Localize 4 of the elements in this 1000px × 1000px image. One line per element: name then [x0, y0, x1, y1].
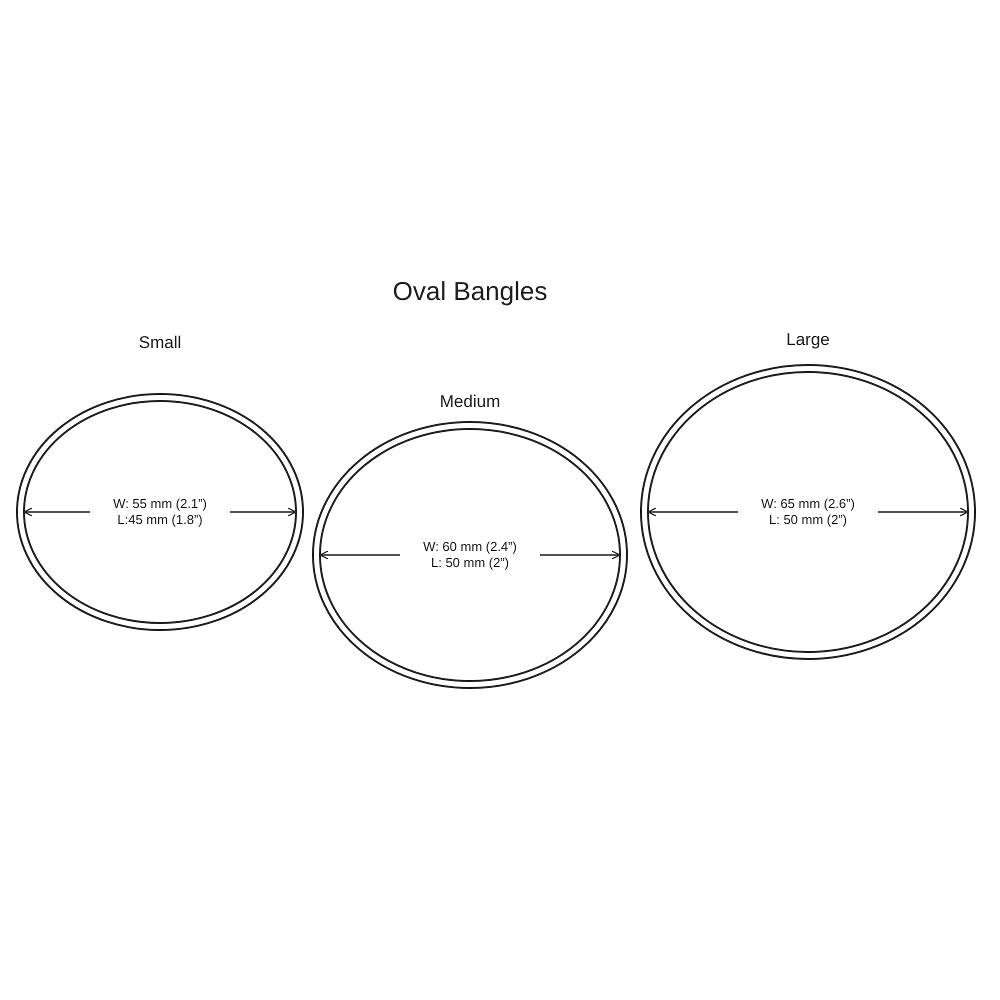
- diagram-title: Oval Bangles: [392, 276, 548, 307]
- size-heading: Medium: [438, 392, 502, 412]
- size-heading: Large: [785, 330, 831, 350]
- size-heading: Small: [138, 333, 182, 353]
